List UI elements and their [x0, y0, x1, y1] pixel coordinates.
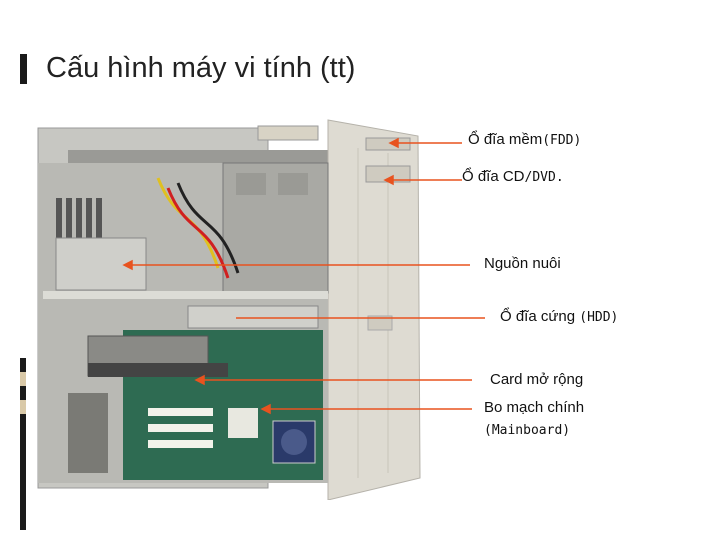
- label-expansion-card: Card mở rộng: [490, 371, 583, 388]
- label-hdd: Ổ đĩa cứng (HDD): [500, 308, 618, 325]
- title-accent-bar: [20, 54, 27, 84]
- slide-title: Cấu hình máy vi tính (tt): [46, 52, 356, 84]
- label-cd-dvd: Ổ đĩa CD/DVD.: [462, 168, 564, 185]
- label-mainboard-sub: (Mainboard): [484, 421, 570, 438]
- label-mainboard-sub-text: (Mainboard): [484, 423, 571, 438]
- label-hdd-main: Ổ đĩa cứng: [500, 308, 580, 325]
- computer-case-photo: [37, 119, 421, 500]
- label-cd-sub: /DVD.: [524, 170, 564, 185]
- label-mainboard: Bo mạch chính: [484, 399, 584, 416]
- label-fdd-sub: (FDD): [542, 133, 582, 148]
- label-power-main: Nguồn nuôi: [484, 255, 561, 272]
- label-card-main: Card mở rộng: [490, 371, 584, 388]
- label-cd-main: Ổ đĩa CD: [462, 168, 525, 185]
- label-fdd-main: Ổ đĩa mềm: [468, 131, 543, 148]
- label-mainboard-main: Bo mạch chính: [484, 399, 585, 416]
- label-hdd-sub: (HDD): [579, 310, 619, 325]
- label-fdd: Ổ đĩa mềm(FDD): [468, 131, 581, 148]
- label-power-supply: Nguồn nuôi: [484, 255, 561, 272]
- side-accent-square: [20, 372, 26, 386]
- side-accent-square: [20, 400, 26, 414]
- side-accent-bar: [20, 358, 26, 530]
